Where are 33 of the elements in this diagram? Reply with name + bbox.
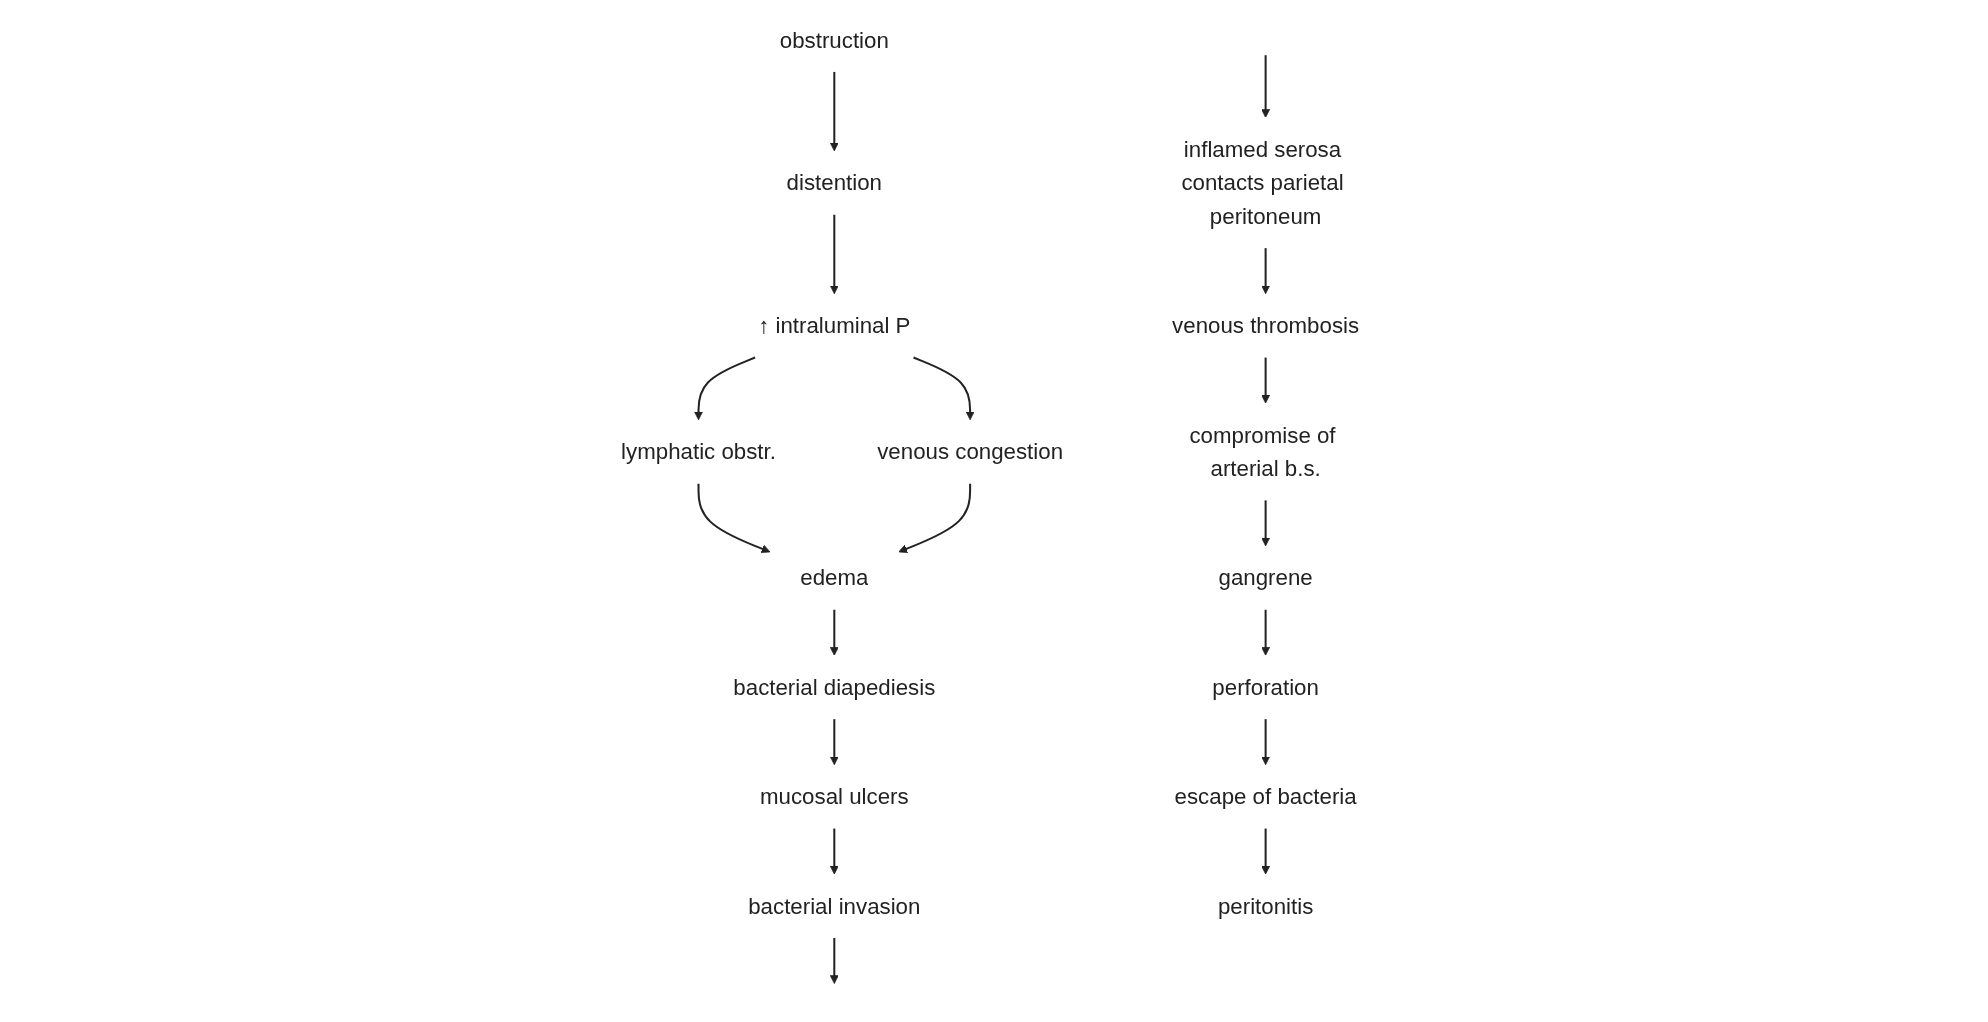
arrow	[829, 828, 839, 875]
node-text: distention	[786, 170, 883, 196]
arrow	[1261, 357, 1271, 404]
arrow	[898, 483, 972, 553]
arrow	[829, 609, 839, 656]
arrow	[1261, 609, 1271, 656]
arrow	[694, 356, 756, 421]
arrow	[913, 356, 975, 421]
arrow	[829, 719, 839, 766]
node-text: perforation	[1212, 674, 1319, 700]
arrow	[1261, 719, 1271, 766]
node-text: ↑ intraluminal P	[758, 312, 911, 339]
node-text: gangrene	[1218, 565, 1313, 591]
arrow	[1261, 55, 1271, 118]
node-text: venous congestion	[877, 439, 1064, 465]
arrow	[1261, 828, 1271, 875]
node-text: obstruction	[779, 27, 889, 53]
node-text: mucosal ulcers	[760, 783, 909, 810]
arrow	[1261, 500, 1271, 547]
arrow	[829, 71, 839, 152]
node-text: bacterial diapediesis	[733, 674, 936, 700]
node-text: inflamed serosa contacts parietal peritoneum	[1181, 136, 1344, 229]
arrow	[829, 937, 839, 984]
node-text: compromise of arterial b.s.	[1189, 422, 1336, 482]
node-text: lymphatic obstr.	[621, 439, 776, 465]
arrow	[1261, 248, 1271, 295]
arrow	[829, 214, 839, 295]
node-text: venous thrombosis	[1172, 312, 1360, 339]
node-text: peritonitis	[1217, 893, 1314, 919]
node-text: bacterial invasion	[748, 893, 921, 919]
arrow	[697, 483, 771, 553]
node-text: escape of bacteria	[1174, 783, 1357, 810]
node-text: edema	[800, 565, 869, 591]
